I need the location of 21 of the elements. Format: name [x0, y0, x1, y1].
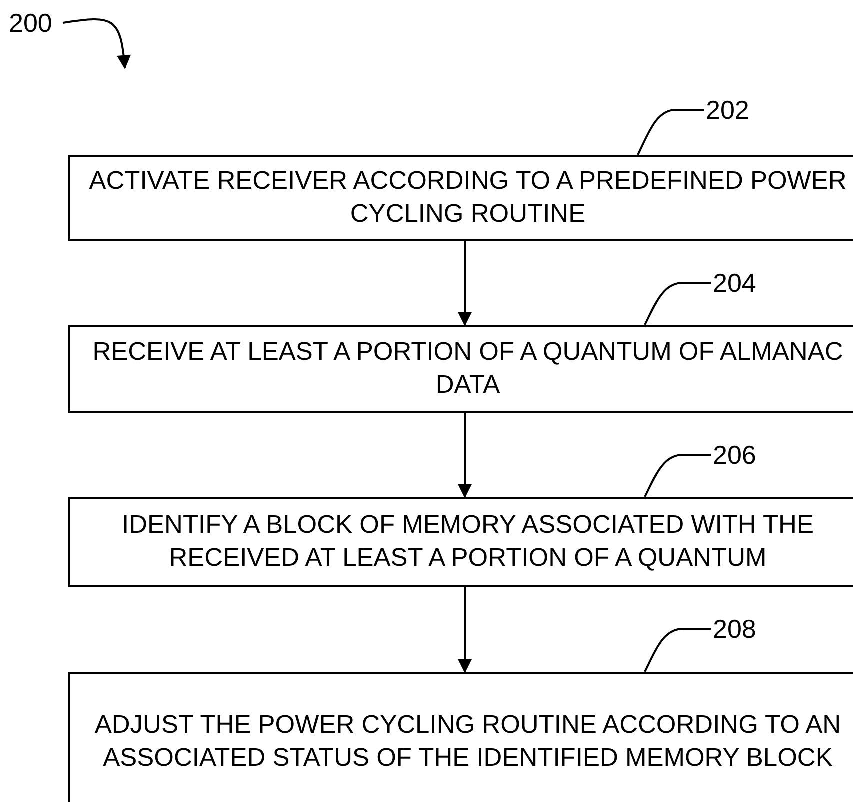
callout-number: 200 — [9, 10, 52, 36]
process-box — [68, 325, 853, 413]
process-box — [68, 155, 853, 241]
leader-line — [644, 628, 711, 672]
arrow — [458, 241, 472, 326]
arrow — [458, 413, 472, 498]
callout-number: 202 — [706, 97, 750, 123]
leader-line — [637, 109, 704, 156]
arrow — [62, 18, 131, 70]
leader-line — [644, 282, 711, 326]
arrow — [458, 587, 472, 674]
process-box — [68, 672, 853, 802]
step-text: ADJUST THE POWER CYCLING ROUTINE ACCORDING TO AN ASSOCIATED STATUS OF THE IDENTIFIED MEMORY BLOCK — [94, 710, 842, 774]
step-text: ACTIVATE RECEIVER ACCORDING TO A PREDEFINED POWER CYCLING ROUTINE — [88, 166, 848, 230]
callout-number: 204 — [713, 270, 756, 296]
step-text: IDENTIFY A BLOCK OF MEMORY ASSOCIATED WITH THE RECEIVED AT LEAST A PORTION OF A QUANTUM — [121, 510, 815, 574]
callout-number: 208 — [713, 616, 756, 642]
callout-number: 206 — [713, 442, 756, 468]
leader-line — [644, 454, 711, 498]
step-text: RECEIVE AT LEAST A PORTION OF A QUANTUM OF ALMANAC DATA — [92, 336, 844, 401]
process-box — [68, 497, 853, 587]
